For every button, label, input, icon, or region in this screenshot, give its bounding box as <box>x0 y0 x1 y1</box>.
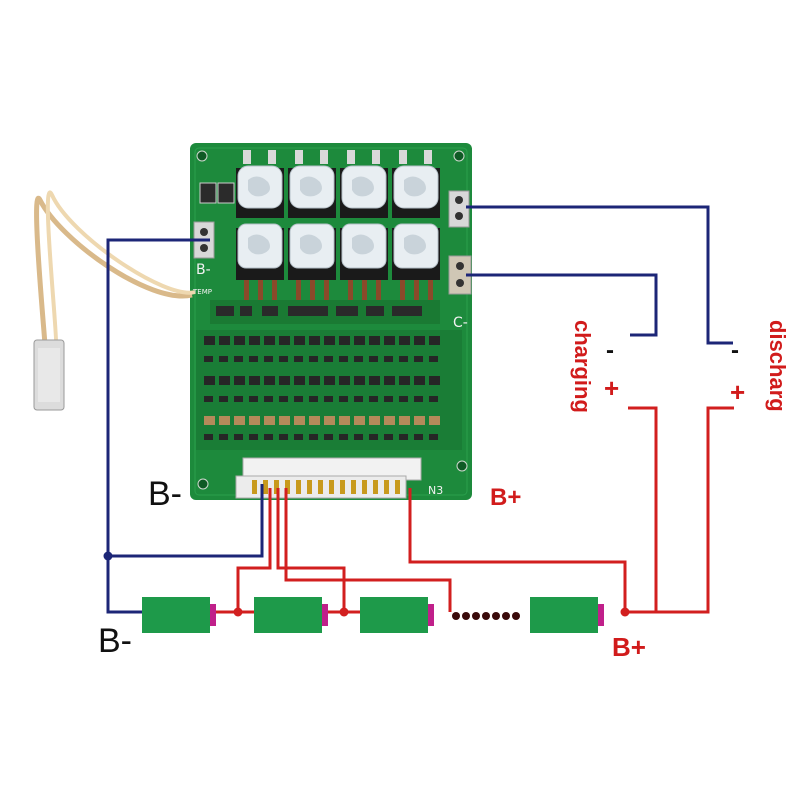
battery-cell-icon <box>360 597 434 633</box>
junction-node <box>103 551 113 561</box>
mosfet-icon <box>392 165 440 218</box>
discharge-minus-label: - <box>731 337 739 364</box>
c-pad-label: C- <box>453 315 468 331</box>
junction-node <box>620 607 630 617</box>
discharge-pad <box>448 190 470 228</box>
balance-connector-icon <box>235 457 422 499</box>
battery-cell-icon <box>254 597 328 633</box>
discharge-plus-label: + <box>730 377 745 407</box>
battery-cells <box>142 597 604 633</box>
ellipsis-dots <box>452 612 520 620</box>
junction-node <box>233 607 243 617</box>
mosfet-icon <box>392 223 440 302</box>
mosfet-icon <box>340 223 388 302</box>
bms-pcb-board: C- B- TEMP N3 <box>190 143 472 500</box>
header-pins <box>243 150 432 164</box>
mosfet-icon <box>236 223 284 302</box>
charging-label: charging <box>570 320 595 413</box>
thermistor-icon <box>33 190 196 411</box>
discharg-label: discharg <box>765 320 790 412</box>
mosfet-row-top <box>236 165 440 218</box>
charging-plus-label: + <box>604 373 619 403</box>
battery-cell-icon <box>142 597 216 633</box>
mosfet-icon <box>288 165 336 218</box>
negative-wiring <box>106 205 733 614</box>
b-minus-cells-label: B- <box>98 622 132 660</box>
mosfet-icon <box>236 165 284 218</box>
charge-pad <box>448 255 472 295</box>
b-plus-cells-label: B+ <box>612 632 646 662</box>
junction-node <box>339 607 349 617</box>
b-pad-label: B- <box>196 262 211 278</box>
b-plus-board-label: B+ <box>490 484 521 511</box>
connector-label: N3 <box>428 484 443 497</box>
temp-label: TEMP <box>192 288 212 296</box>
b-minus-board-label: B- <box>148 475 182 513</box>
charging-minus-label: - <box>606 337 614 364</box>
positive-wiring <box>216 406 734 614</box>
mosfet-row-bottom <box>236 223 440 302</box>
battery-cell-icon <box>530 597 604 633</box>
mosfet-icon <box>340 165 388 218</box>
balance-components <box>196 330 462 450</box>
mosfet-icon <box>288 223 336 302</box>
